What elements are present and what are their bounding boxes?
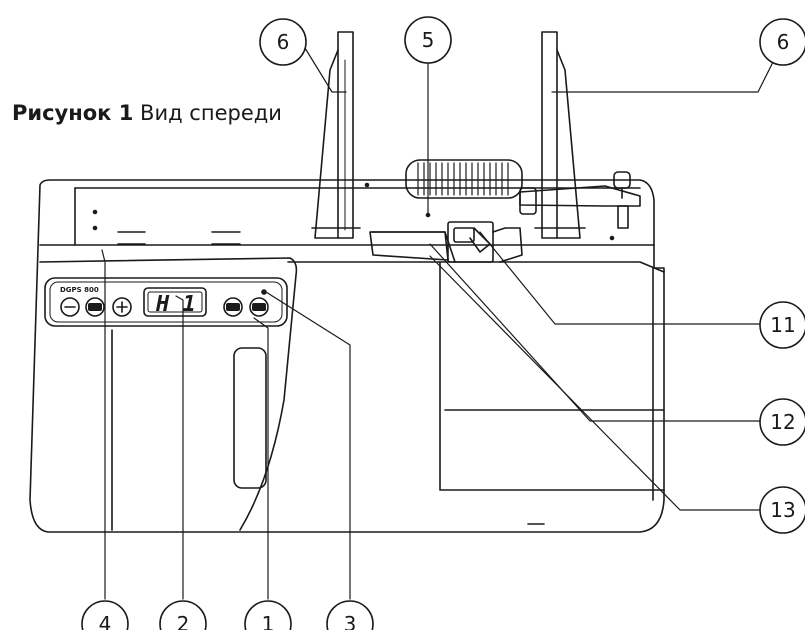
callout-6a: 6 xyxy=(259,18,307,66)
ribbed-knob xyxy=(405,159,523,199)
front-slot xyxy=(233,347,267,489)
right-lever xyxy=(519,171,641,229)
callout-11: 11 xyxy=(759,301,805,349)
guide-wing xyxy=(369,231,449,261)
shelf-marks xyxy=(92,182,615,245)
svg-text:1: 1 xyxy=(262,612,275,630)
leader-2 xyxy=(175,295,184,600)
figure-caption: Рисунок 1 Вид спереди xyxy=(12,101,282,125)
svg-text:3: 3 xyxy=(344,612,357,630)
menu-button[interactable] xyxy=(85,297,105,317)
leader-13 xyxy=(429,255,774,511)
callout-12: 12 xyxy=(759,398,805,446)
svg-text:6: 6 xyxy=(277,30,290,54)
svg-text:12: 12 xyxy=(770,410,795,434)
callout-5: 5 xyxy=(404,16,452,64)
control-panel xyxy=(44,277,288,327)
right-guide-inner xyxy=(439,261,665,273)
left-function-button[interactable] xyxy=(223,297,243,317)
control-fascia xyxy=(39,257,298,531)
svg-text:6: 6 xyxy=(777,30,790,54)
right-spool-pole-side xyxy=(556,49,581,239)
plus-button[interactable] xyxy=(112,297,132,317)
callout-3: 3 xyxy=(326,600,374,630)
leader-lines xyxy=(101,43,783,600)
clamp-mechanism xyxy=(447,221,523,263)
callout-4: 4 xyxy=(81,600,129,630)
svg-text:11: 11 xyxy=(770,313,795,337)
device-body-outline xyxy=(29,179,665,533)
leader-1 xyxy=(253,317,269,600)
svg-text:13: 13 xyxy=(770,498,795,522)
leader-3 xyxy=(265,291,351,600)
svg-text:5: 5 xyxy=(422,28,435,52)
right-spool-pole xyxy=(541,31,558,239)
right-guide-block xyxy=(287,261,665,491)
right-function-button[interactable] xyxy=(249,297,269,317)
leader-12 xyxy=(429,243,774,422)
callout-1: 1 xyxy=(244,600,292,630)
leader-6a xyxy=(304,47,347,93)
display-inner xyxy=(147,291,203,313)
knob-ribs xyxy=(417,162,509,196)
leader-6b xyxy=(551,43,783,93)
callout-6b: 6 xyxy=(759,18,805,66)
svg-text:2: 2 xyxy=(177,612,190,630)
left-spool-pole xyxy=(337,31,354,239)
leader-4 xyxy=(101,249,106,600)
brand-label: DGPS 800 xyxy=(60,286,99,294)
leader-11 xyxy=(479,231,774,325)
callout-2: 2 xyxy=(159,600,207,630)
display-readout: H 1 xyxy=(155,292,196,317)
svg-text:4: 4 xyxy=(99,612,112,630)
left-spool-pole-side xyxy=(314,49,339,239)
minus-button[interactable] xyxy=(60,297,80,317)
figure-caption-text: Вид спереди xyxy=(140,101,282,125)
callout-13: 13 xyxy=(759,486,805,534)
display-frame xyxy=(143,287,207,317)
figure-caption-bold: Рисунок 1 xyxy=(12,101,134,125)
